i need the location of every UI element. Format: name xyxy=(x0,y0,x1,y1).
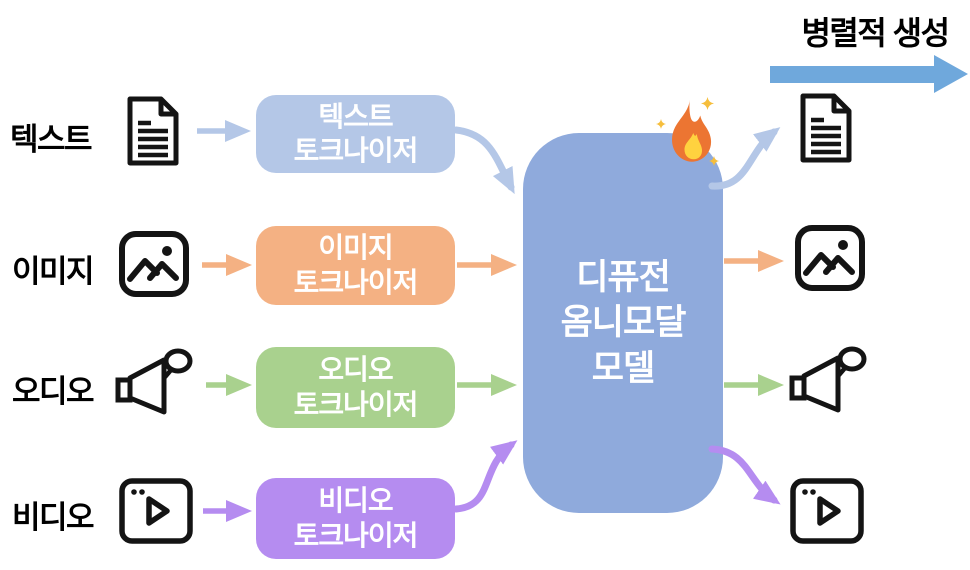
megaphone-icon xyxy=(112,346,200,424)
arrow-text-to-model xyxy=(452,126,515,195)
video-icon xyxy=(118,477,194,545)
document-icon xyxy=(124,96,182,166)
input-label-text: 텍스트 xyxy=(10,122,93,157)
parallel-generation-arrow xyxy=(770,55,968,93)
output-megaphone-icon xyxy=(786,344,874,422)
input-label-video: 비디오 xyxy=(12,500,95,535)
sparkle-icon xyxy=(656,119,666,129)
parallel-generation-label: 병렬적 생성 xyxy=(801,15,950,51)
sparkle-icon xyxy=(701,97,714,110)
input-label-image: 이미지 xyxy=(12,254,95,289)
image-tokenizer-box: 이미지 토크나이저 xyxy=(256,226,455,305)
audio-tokenizer-box: 오디오 토크나이저 xyxy=(256,347,455,428)
text-tokenizer-box: 텍스트 토크나이저 xyxy=(256,95,455,173)
input-label-audio: 오디오 xyxy=(12,374,95,409)
output-image-icon xyxy=(794,224,866,292)
image-icon xyxy=(118,230,190,298)
output-video-icon xyxy=(789,477,865,545)
arrow-video-to-model xyxy=(452,440,518,513)
output-document-icon xyxy=(797,93,855,163)
video-tokenizer-box: 비디오 토크나이저 xyxy=(256,478,455,559)
diffusion-omnimodal-model-box: 디퓨전 옴니모달 모델 xyxy=(523,133,723,513)
